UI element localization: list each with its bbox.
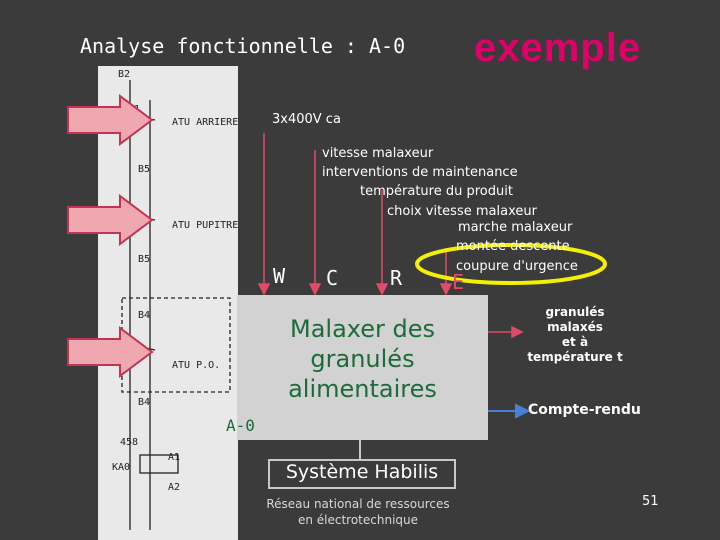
control-label-4: choix vitesse malaxeur: [387, 204, 537, 219]
network-line-1: Réseau national de ressources: [266, 497, 450, 511]
wiring-schematic: [98, 66, 238, 540]
schematic-label-b2: B2: [118, 69, 130, 80]
schematic-label-b5-bottom: B5: [138, 254, 150, 265]
system-box: [268, 459, 456, 489]
schematic-label-b4-bottom: B4: [138, 397, 150, 408]
supply-label: 3x400V ca: [272, 112, 341, 127]
network-line-2: en électrotechnique: [297, 513, 419, 527]
function-box: [237, 295, 488, 440]
output-product-line-1: granulés malaxés: [545, 305, 605, 334]
schematic-label-b5-top: B5: [138, 164, 150, 175]
input-label-c: C: [326, 266, 339, 290]
page-number: 51: [642, 494, 659, 509]
output-product-line-3: température t: [527, 350, 623, 364]
input-label-r: R: [390, 266, 403, 290]
system-label: Système Habilis: [285, 461, 439, 483]
function-text: Malaxer des granulés alimentaires: [237, 314, 488, 404]
input-label-e: E: [452, 270, 465, 294]
control-label-1: vitesse malaxeur: [322, 146, 434, 161]
function-line-2: granulés: [310, 345, 415, 373]
input-arrow-3: [67, 326, 154, 378]
schematic-label-a2: A2: [168, 482, 180, 493]
schematic-label-458: 458: [120, 437, 138, 448]
network-credit: Réseau national de ressources en électro…: [258, 496, 458, 528]
input-arrow-2: [67, 194, 154, 246]
output-product: granulés malaxés et à température t: [520, 305, 630, 365]
output-report: Compte-rendu: [528, 402, 641, 418]
schematic-label-ka0: KA0: [112, 462, 130, 473]
control-label-6: montée descente: [456, 239, 570, 254]
schematic-label-atu-pupitre: ATU PUPITRE: [172, 220, 238, 231]
output-product-line-2: et à: [561, 335, 589, 349]
function-line-3: alimentaires: [288, 375, 437, 403]
input-label-w: W: [273, 264, 286, 288]
example-heading: exemple: [474, 26, 642, 70]
input-arrow-1: [67, 94, 154, 146]
function-line-1: Malaxer des: [289, 315, 436, 343]
node-label: A-0: [226, 416, 255, 435]
highlight-ellipse: [415, 243, 607, 285]
control-label-5: marche malaxeur: [458, 220, 573, 235]
schematic-label-b4-top: B4: [138, 310, 150, 321]
schematic-label-atu-po: ATU P.O.: [172, 360, 220, 371]
control-label-3: température du produit: [360, 184, 513, 199]
control-label-7: coupure d'urgence: [456, 259, 578, 274]
schematic-label-atu-arriere: ATU ARRIERE: [172, 117, 238, 128]
control-label-2: interventions de maintenance: [322, 165, 518, 180]
schematic-label-a1: A1: [168, 452, 180, 463]
page-title: Analyse fonctionnelle : A-0: [80, 34, 406, 58]
